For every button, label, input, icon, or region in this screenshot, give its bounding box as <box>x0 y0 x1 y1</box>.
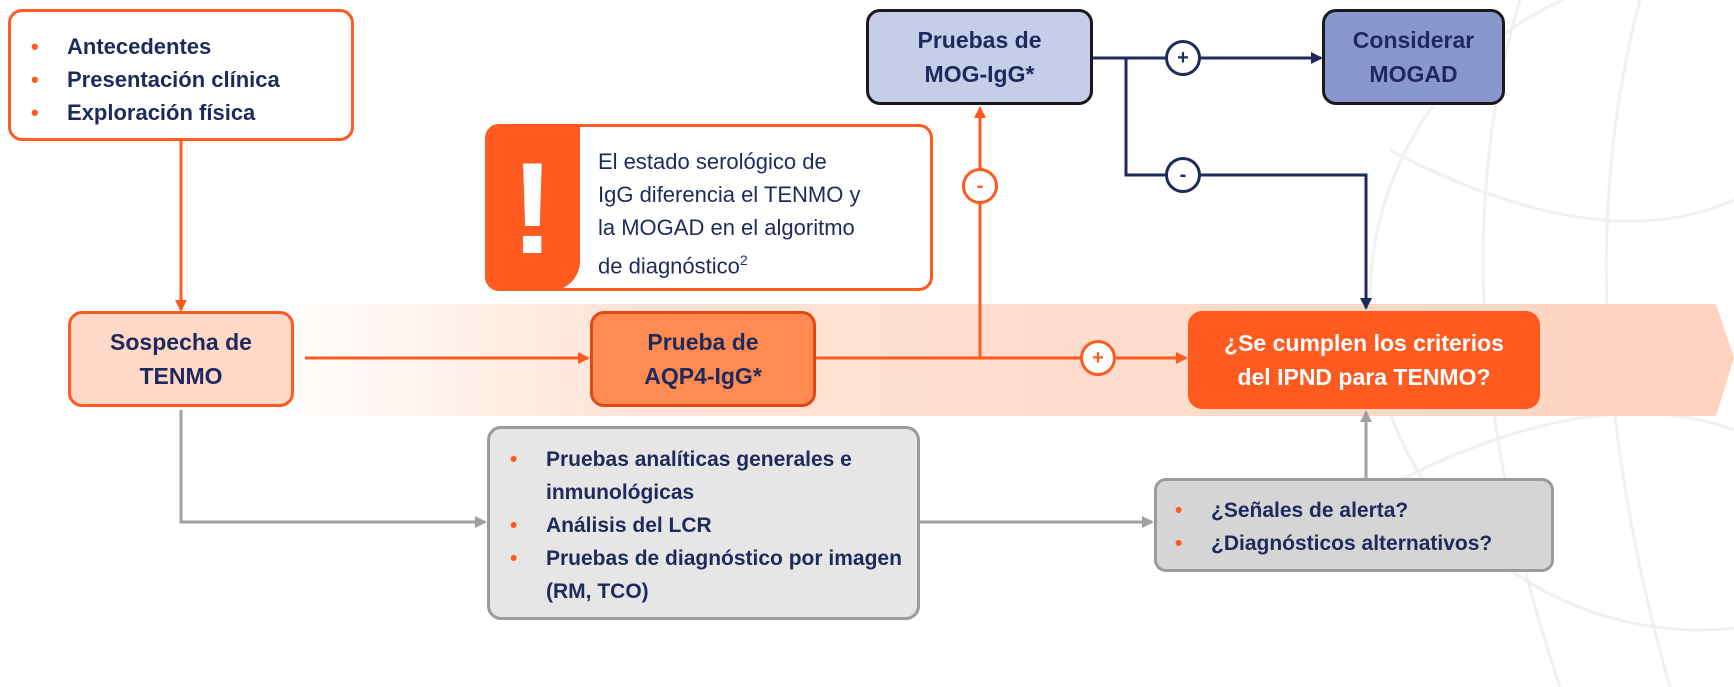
aqp4-test-box: Prueba de AQP4-IgG* <box>590 311 816 407</box>
diagnostic-tests-box: Pruebas analíticas generales e inmunológ… <box>487 426 920 620</box>
alert-line-4-text: de diagnóstico <box>598 253 740 279</box>
criteria-line-2: del IPND para TENMO? <box>1237 364 1491 390</box>
mog-line-1: Pruebas de <box>917 26 1042 53</box>
red-flags-box: ¿Señales de alerta? ¿Diagnósticos altern… <box>1154 478 1554 572</box>
exclamation-icon: ! <box>488 127 580 288</box>
alert-line-4: de diagnóstico2 <box>598 244 928 282</box>
exclamation-glyph: ! <box>510 134 555 281</box>
test-item: Análisis del LCR <box>510 509 905 542</box>
history-item: Antecedentes <box>31 30 341 63</box>
mog-line-2: MOG-IgG* <box>924 61 1035 87</box>
alert-text: El estado serológico de IgG diferencia e… <box>598 145 928 282</box>
negative-connector: - <box>962 168 998 204</box>
clinical-history-box: Antecedentes Presentación clínica Explor… <box>8 9 354 141</box>
alert-line-1: El estado serológico de <box>598 149 827 174</box>
consider-mogad-box: Considerar MOGAD <box>1322 9 1505 105</box>
reference-superscript: 2 <box>739 252 748 268</box>
positive-connector: + <box>1080 340 1116 376</box>
test-item: Pruebas analíticas generales e inmunológ… <box>510 443 905 509</box>
alert-line-3: la MOGAD en el algoritmo <box>598 215 855 240</box>
aqp4-line-2: AQP4-IgG* <box>644 363 762 389</box>
suspicion-line-1: Sospecha de <box>110 328 252 355</box>
negative-connector: - <box>1165 157 1201 193</box>
mog-test-box: Pruebas de MOG-IgG* <box>866 9 1093 105</box>
alert-line-2: IgG diferencia el TENMO y <box>598 182 861 207</box>
positive-connector: + <box>1165 40 1201 76</box>
history-item: Presentación clínica <box>31 63 341 96</box>
consider-line-1: Considerar <box>1352 26 1475 53</box>
consider-line-2: MOGAD <box>1369 61 1458 87</box>
serology-alert-callout: ! El estado serológico de IgG diferencia… <box>485 124 933 291</box>
history-item: Exploración física <box>31 96 341 129</box>
nmosd-suspicion-box: Sospecha de TENMO <box>68 311 294 407</box>
criteria-line-1: ¿Se cumplen los criterios <box>1224 329 1504 356</box>
test-item: Pruebas de diagnóstico por imagen (RM, T… <box>510 542 905 608</box>
suspicion-line-2: TENMO <box>139 363 223 389</box>
aqp4-line-1: Prueba de <box>647 328 759 355</box>
red-flag-item: ¿Señales de alerta? <box>1175 494 1543 527</box>
red-flag-item: ¿Diagnósticos alternativos? <box>1175 527 1543 560</box>
ipnd-criteria-box: ¿Se cumplen los criterios del IPND para … <box>1188 311 1540 409</box>
